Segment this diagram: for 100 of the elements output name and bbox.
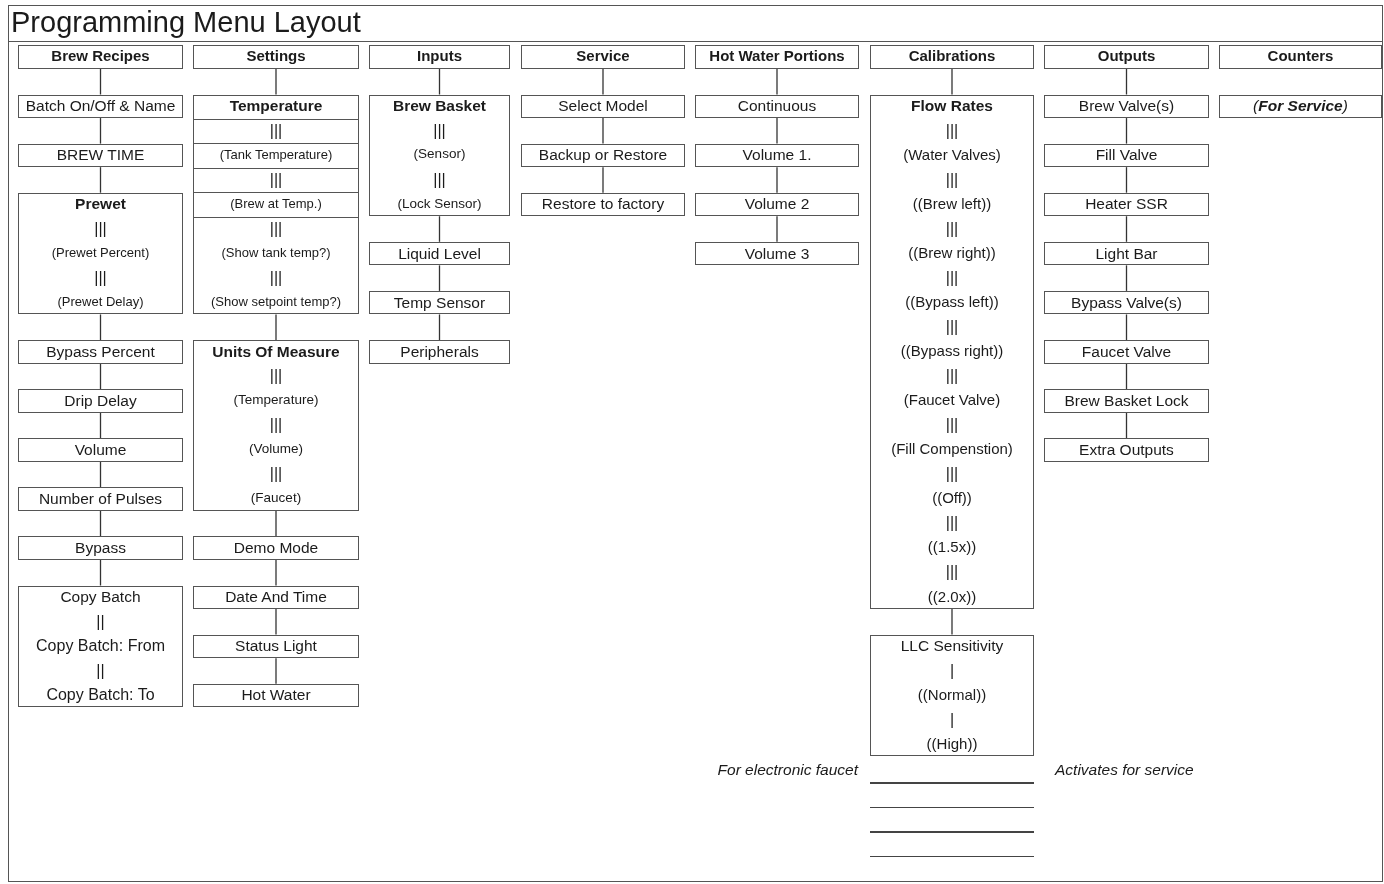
connector-line	[602, 166, 604, 194]
separator-bars: |||	[945, 219, 959, 238]
submenu-option-label: Copy Batch: From	[36, 637, 165, 655]
separator-bars: |||	[269, 121, 283, 140]
submenu-option-label: ((1.5x))	[927, 539, 977, 556]
menu-group-box	[870, 94, 1034, 610]
menu-item-label: Continuous	[737, 97, 817, 115]
submenu-option-label: ((Bypass right))	[900, 343, 1004, 360]
connector-line	[99, 461, 102, 488]
submenu-option-label: (Brew at Temp.)	[230, 196, 322, 212]
menu-item-label: Bypass Percent	[46, 342, 155, 360]
menu-item-label: Backup or Restore	[538, 146, 668, 164]
menu-item-label: Status Light	[235, 637, 317, 655]
connector-line	[1125, 68, 1128, 96]
menu-header-box	[18, 45, 183, 69]
menu-header-box	[521, 45, 685, 69]
connector-line	[99, 166, 102, 194]
separator-bars: |||	[94, 219, 107, 238]
menu-header-box	[193, 45, 359, 69]
menu-item-box	[1044, 143, 1209, 168]
connector-line	[438, 313, 441, 341]
connector-line	[99, 313, 102, 341]
menu-item-box	[18, 340, 183, 364]
connector-line	[275, 657, 277, 685]
menu-header-box	[1219, 45, 1382, 69]
submenu-option-label: (Volume)	[249, 442, 303, 457]
menu-item-box	[695, 241, 859, 266]
group-heading: Copy Batch	[60, 588, 141, 606]
connector-line	[438, 215, 441, 243]
menu-item-label: Volume 2	[744, 195, 810, 213]
connector-line	[776, 68, 778, 96]
connector-line	[951, 608, 953, 636]
connector-line	[438, 264, 441, 292]
separator-bars: |||	[269, 268, 283, 287]
menu-item-box	[193, 634, 359, 659]
menu-item-box	[18, 536, 183, 560]
separator-bars: ||	[96, 661, 105, 680]
menu-item-label: Heater SSR	[1085, 195, 1168, 213]
group-heading: LLC Sensitivity	[900, 637, 1004, 655]
column-heading: Calibrations	[908, 48, 996, 65]
submenu-option-label: (Sensor)	[413, 147, 466, 163]
separator-bars: |||	[269, 367, 283, 385]
connector-line	[776, 117, 778, 145]
menu-header-box	[870, 45, 1034, 69]
separator-bars: |||	[945, 367, 959, 385]
connector-line	[1125, 264, 1128, 292]
menu-item-label: Drip Delay	[64, 391, 137, 409]
separator-bars: |||	[269, 170, 283, 189]
submenu-option-label: ((High))	[926, 735, 978, 753]
connector-line	[275, 313, 277, 341]
menu-item-box	[18, 487, 183, 511]
menu-group-box	[870, 634, 1034, 757]
menu-item-label: Hot Water	[241, 686, 311, 704]
connector-line	[275, 559, 277, 587]
separator-bars: |||	[269, 219, 283, 238]
menu-item-label: Number of Pulses	[38, 490, 163, 508]
connector-line	[1125, 166, 1128, 194]
menu-item-label: Volume 3	[744, 244, 810, 262]
submenu-option-label: ((Brew left))	[912, 195, 992, 213]
connector-line	[776, 215, 778, 243]
connector-line	[1125, 215, 1128, 243]
menu-group-box	[18, 585, 183, 708]
connector-line	[1125, 362, 1128, 390]
separator-bars: |	[949, 710, 955, 729]
menu-item-box	[1044, 94, 1209, 119]
menu-item-label: Bypass	[75, 539, 126, 557]
separator-bars: |||	[269, 416, 283, 434]
connector-line	[776, 166, 778, 194]
menu-item-box	[695, 192, 859, 217]
menu-item-box	[521, 143, 685, 168]
menu-item-label: Liquid Level	[398, 244, 481, 262]
menu-item-box	[1044, 290, 1209, 315]
column-heading: Settings	[246, 48, 306, 65]
separator-bars: |	[949, 661, 955, 680]
menu-item-label: Select Model	[558, 97, 648, 115]
separator-bars: |||	[433, 121, 446, 140]
menu-item-box	[1044, 438, 1209, 462]
menu-item-label: Light Bar	[1095, 244, 1158, 262]
group-heading: Brew Basket	[392, 97, 486, 115]
submenu-option-label: (Faucet)	[250, 491, 302, 506]
menu-item-label: BREW TIME	[56, 146, 145, 164]
submenu-option-label: (Lock Sensor)	[397, 196, 482, 212]
group-heading: Flow Rates	[911, 97, 993, 115]
menu-item-label: Peripherals	[400, 342, 479, 360]
menu-item-label: Bypass Valve(s)	[1071, 293, 1182, 311]
menu-item-box	[1044, 241, 1209, 266]
annotation-note: For electronic faucet	[717, 761, 858, 779]
menu-item-label: (For Service)	[1253, 97, 1348, 115]
submenu-option-label: (Tank Temperature)	[219, 147, 333, 162]
separator-bars: |||	[945, 121, 959, 140]
submenu-option-label: (Show setpoint temp?)	[210, 295, 342, 310]
menu-item-label: Faucet Valve	[1081, 342, 1172, 360]
menu-item-box	[193, 536, 359, 560]
menu-item-label: Temp Sensor	[393, 293, 486, 311]
connector-line	[99, 362, 102, 390]
submenu-option-label: ((Off))	[932, 490, 972, 507]
submenu-option-label: (Faucet Valve)	[903, 392, 1001, 409]
menu-group-box	[193, 340, 359, 511]
submenu-option-label: ((Brew right))	[908, 244, 996, 262]
column-heading: Inputs	[417, 48, 462, 65]
